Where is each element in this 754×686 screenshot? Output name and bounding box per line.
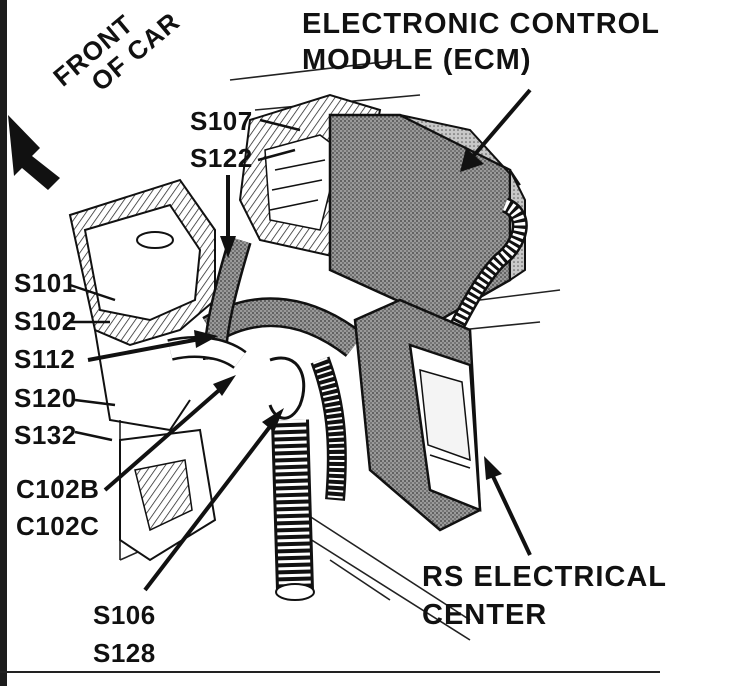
rs-electrical-center-label-line2: CENTER <box>422 599 548 631</box>
splice-s132-label: S132 <box>14 420 77 450</box>
ecm-label-line2: MODULE (ECM) <box>302 44 532 76</box>
front-arrow-icon <box>8 115 60 190</box>
rs-electrical-center <box>353 298 482 532</box>
left-frame-border <box>0 0 7 686</box>
splice-s128-label: S128 <box>93 638 156 668</box>
connector-c102c-label: C102C <box>16 511 100 541</box>
splice-s101-label: S101 <box>14 268 77 298</box>
leader-arrows <box>69 88 532 592</box>
splice-s112-label: S112 <box>14 344 76 374</box>
splice-s106-label: S106 <box>93 600 156 630</box>
splice-s102-label: S102 <box>14 306 77 336</box>
connector-c102b-label: C102B <box>16 474 100 504</box>
splice-s107-label: S107 <box>190 106 253 136</box>
rs-electrical-center-label-line1: RS ELECTRICAL <box>422 561 667 593</box>
bottom-border-line <box>0 671 660 673</box>
splice-s122-label: S122 <box>190 143 253 173</box>
splice-s120-label: S120 <box>14 383 77 413</box>
ecm-label-line1: ELECTRONIC CONTROL <box>302 8 660 40</box>
wiring-harness <box>167 236 381 601</box>
